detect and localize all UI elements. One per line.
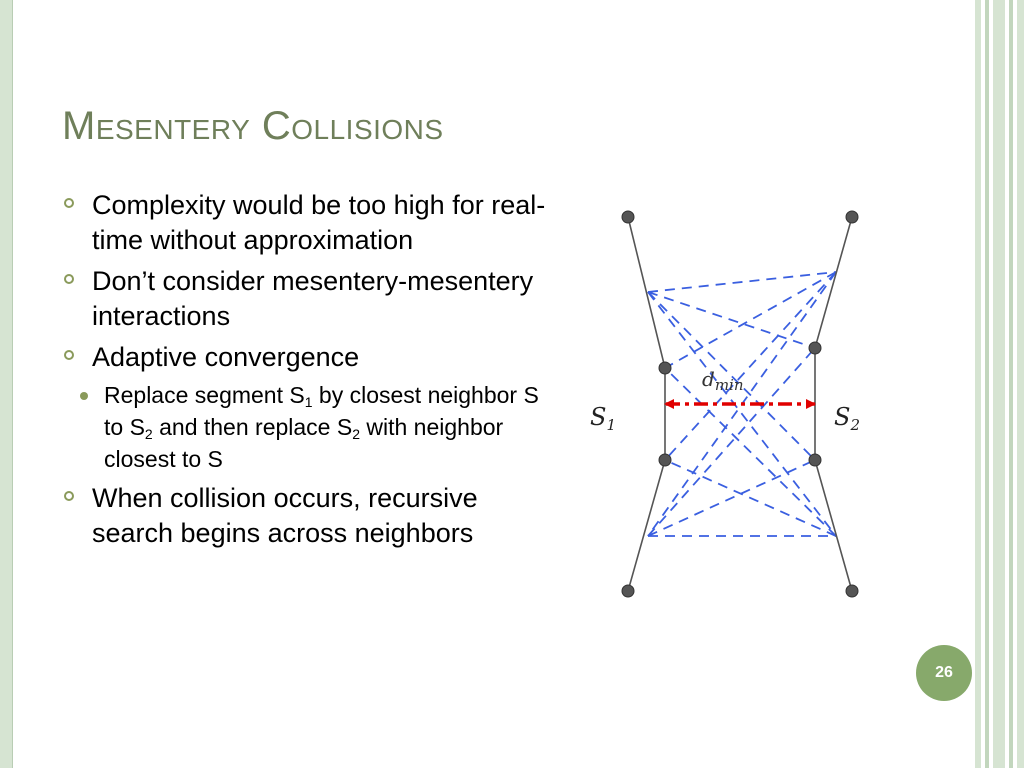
dashed-line xyxy=(664,271,837,461)
node xyxy=(621,210,635,224)
dmin-arrow-left xyxy=(664,399,674,409)
dashed-line xyxy=(664,367,837,537)
bullet-text: Don’t consider mesentery-mesentery inter… xyxy=(92,266,534,331)
node xyxy=(808,453,822,467)
node xyxy=(621,584,635,598)
node xyxy=(658,361,672,375)
bullet-text: When collision occurs, recursive search … xyxy=(92,483,478,548)
left-frame-stripe xyxy=(0,0,13,768)
bullet-item: Adaptive convergence xyxy=(62,340,562,375)
bullet-ring-icon xyxy=(64,491,74,501)
segment-nodes xyxy=(621,210,859,598)
bullet-ring-icon xyxy=(64,350,74,360)
dashed-line xyxy=(647,291,816,461)
frame-stripe xyxy=(1017,0,1024,768)
node xyxy=(845,584,859,598)
dashed-line xyxy=(647,291,837,537)
sub-bullet-text: Replace segment S1 by closest neighbor S… xyxy=(104,382,539,472)
dashed-line xyxy=(647,459,816,537)
node xyxy=(808,341,822,355)
frame-stripe xyxy=(993,0,1005,768)
bullet-text: Complexity would be too high for real-ti… xyxy=(92,190,546,255)
frame-stripe xyxy=(975,0,981,768)
dashed-line xyxy=(664,459,837,537)
slide-title: Mesentery Collisions xyxy=(62,104,444,148)
bullet-item: Don’t consider mesentery-mesentery inter… xyxy=(62,264,562,334)
label-dmin: dmin xyxy=(702,367,744,394)
node xyxy=(658,453,672,467)
right-frame-stripes xyxy=(975,0,1024,768)
bullet-item: Complexity would be too high for real-ti… xyxy=(62,188,562,258)
node xyxy=(845,210,859,224)
bullet-list: Complexity would be too high for real-ti… xyxy=(62,188,562,557)
segment-diagram: S1 S2 dmin xyxy=(590,210,860,598)
dashed-line xyxy=(647,291,816,349)
bullet-text: Adaptive convergence xyxy=(92,342,360,372)
label-s2: S2 xyxy=(834,403,860,434)
dashed-line xyxy=(647,271,837,293)
left-polyline xyxy=(627,216,666,592)
frame-stripe xyxy=(1009,0,1013,768)
label-s1: S1 xyxy=(590,403,616,434)
page-number-badge: 26 xyxy=(916,645,972,701)
dmin-arrow-right xyxy=(806,399,816,409)
sub-bullet-item: Replace segment S1 by closest neighbor S… xyxy=(62,379,562,475)
bullet-ring-icon xyxy=(64,274,74,284)
bullet-dot-icon xyxy=(80,392,88,400)
frame-stripe xyxy=(985,0,989,768)
bullet-ring-icon xyxy=(64,198,74,208)
bullet-item: When collision occurs, recursive search … xyxy=(62,481,562,551)
dashed-line xyxy=(647,347,816,537)
